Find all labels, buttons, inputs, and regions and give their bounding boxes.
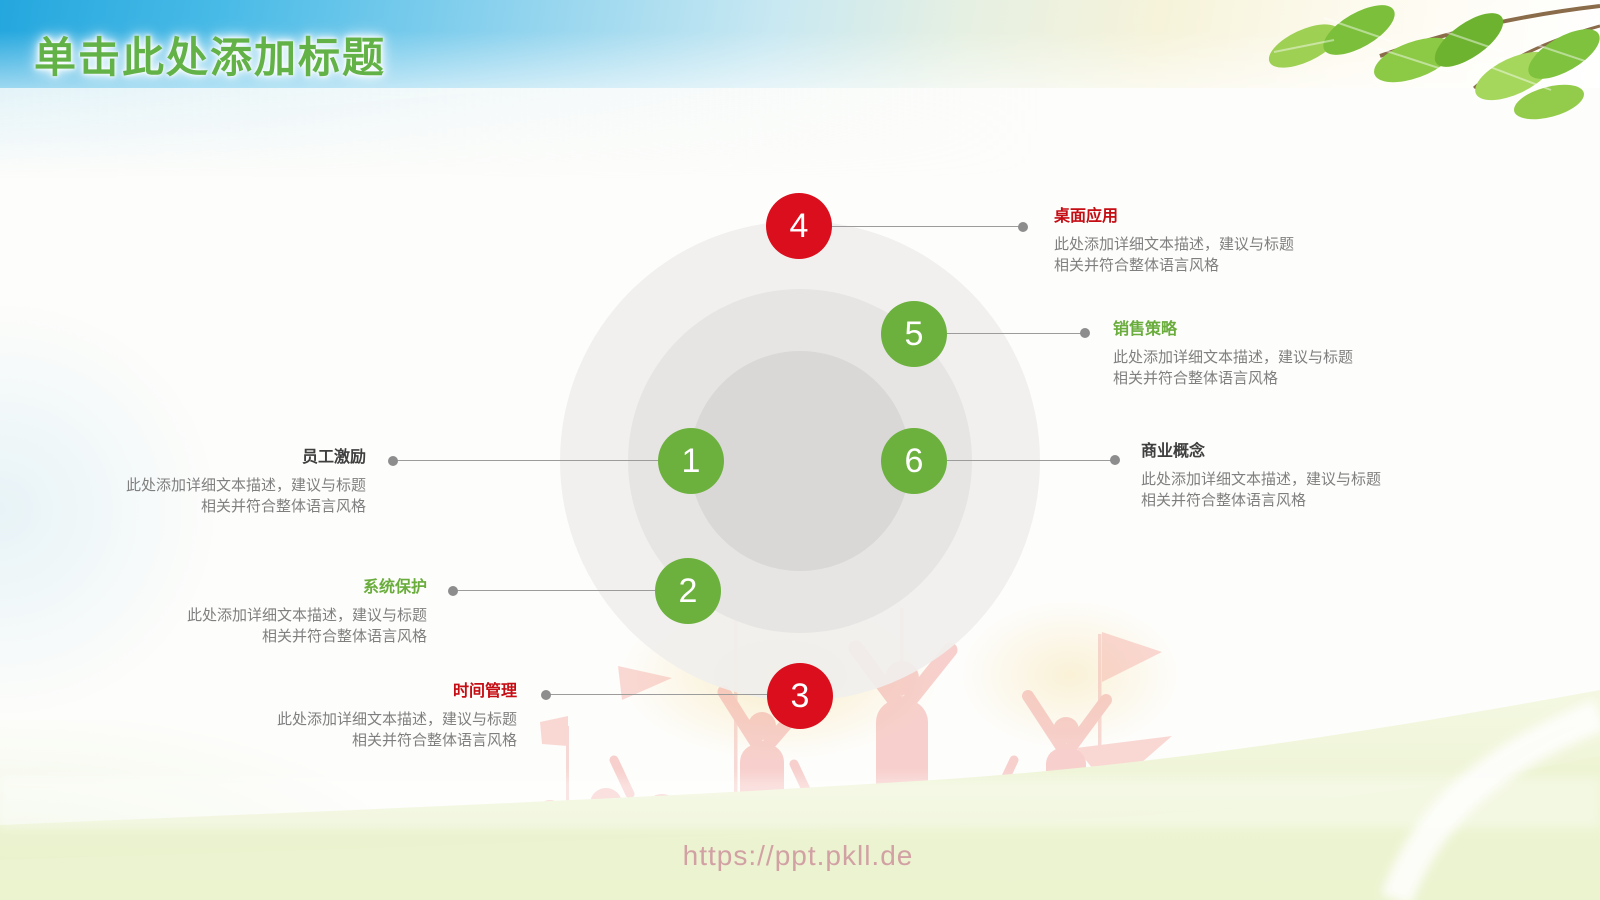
connector-dot-6	[1110, 455, 1120, 465]
item-text-5: 销售策略 此处添加详细文本描述，建议与标题 相关并符合整体语言风格	[1113, 319, 1453, 389]
ring-inner	[690, 351, 910, 571]
diagram-node-1: 1	[658, 428, 724, 494]
node-number: 5	[904, 315, 924, 353]
connector-line-2	[453, 590, 655, 591]
item-description-6: 此处添加详细文本描述，建议与标题 相关并符合整体语言风格	[1141, 469, 1481, 511]
diagram-node-6: 6	[881, 428, 947, 494]
item-description-line2: 相关并符合整体语言风格	[1141, 492, 1307, 509]
node-number: 3	[790, 677, 810, 715]
connector-dot-3	[541, 690, 551, 700]
diagram-node-4: 4	[766, 193, 832, 259]
connector-line-1	[393, 460, 658, 461]
item-text-1: 员工激励 此处添加详细文本描述，建议与标题 相关并符合整体语言风格	[26, 447, 366, 517]
diagram-node-2: 2	[655, 558, 721, 624]
item-description-2: 此处添加详细文本描述，建议与标题 相关并符合整体语言风格	[87, 605, 427, 647]
item-label-1: 员工激励	[301, 449, 366, 466]
watermark-text: https://ppt.pkll.de	[682, 840, 914, 871]
item-description-line2: 相关并符合整体语言风格	[1113, 370, 1279, 387]
connector-dot-1	[388, 456, 398, 466]
item-label-5: 销售策略	[1113, 321, 1178, 338]
item-label-4: 桌面应用	[1054, 208, 1119, 225]
header-fade	[0, 88, 1600, 178]
diagram-node-3: 3	[767, 663, 833, 729]
connector-line-6	[947, 460, 1115, 461]
item-text-2: 系统保护 此处添加详细文本描述，建议与标题 相关并符合整体语言风格	[87, 577, 427, 647]
connector-dot-2	[448, 586, 458, 596]
item-text-4: 桌面应用 此处添加详细文本描述，建议与标题 相关并符合整体语言风格	[1054, 206, 1394, 276]
connector-dot-5	[1080, 328, 1090, 338]
hills-background	[0, 690, 1600, 900]
item-text-3: 时间管理 此处添加详细文本描述，建议与标题 相关并符合整体语言风格	[177, 681, 517, 751]
yellow-glow-decoration	[960, 600, 1180, 750]
item-text-6: 商业概念 此处添加详细文本描述，建议与标题 相关并符合整体语言风格	[1141, 441, 1481, 511]
item-description-4: 此处添加详细文本描述，建议与标题 相关并符合整体语言风格	[1054, 234, 1394, 276]
connector-line-4	[832, 226, 1023, 227]
slide-title: 单击此处添加标题	[34, 34, 387, 81]
connector-dot-4	[1018, 222, 1028, 232]
node-number: 4	[789, 207, 809, 245]
item-description-line2: 相关并符合整体语言风格	[1054, 257, 1220, 274]
item-description-line2: 相关并符合整体语言风格	[351, 732, 517, 749]
node-number: 1	[681, 442, 701, 480]
leaves-decoration-icon	[1268, 4, 1600, 120]
item-description-3: 此处添加详细文本描述，建议与标题 相关并符合整体语言风格	[177, 709, 517, 751]
left-wash-decoration	[0, 300, 220, 720]
item-description-line1: 此处添加详细文本描述，建议与标题	[1141, 471, 1382, 488]
item-description-line1: 此处添加详细文本描述，建议与标题	[125, 477, 366, 494]
item-label-2: 系统保护	[362, 579, 427, 596]
item-description-1: 此处添加详细文本描述，建议与标题 相关并符合整体语言风格	[26, 475, 366, 517]
diagram-node-5: 5	[881, 301, 947, 367]
connector-line-3	[546, 694, 767, 695]
node-number: 2	[678, 572, 698, 610]
item-description-line1: 此处添加详细文本描述，建议与标题	[186, 607, 427, 624]
item-description-line1: 此处添加详细文本描述，建议与标题	[1113, 349, 1354, 366]
connector-line-5	[947, 333, 1085, 334]
item-description-line2: 相关并符合整体语言风格	[200, 498, 366, 515]
node-number: 6	[904, 442, 924, 480]
item-description-line1: 此处添加详细文本描述，建议与标题	[1054, 236, 1295, 253]
item-label-3: 时间管理	[452, 683, 517, 700]
item-description-line1: 此处添加详细文本描述，建议与标题	[276, 711, 517, 728]
item-description-line2: 相关并符合整体语言风格	[261, 628, 427, 645]
item-label-6: 商业概念	[1141, 443, 1206, 460]
item-description-5: 此处添加详细文本描述，建议与标题 相关并符合整体语言风格	[1113, 347, 1453, 389]
